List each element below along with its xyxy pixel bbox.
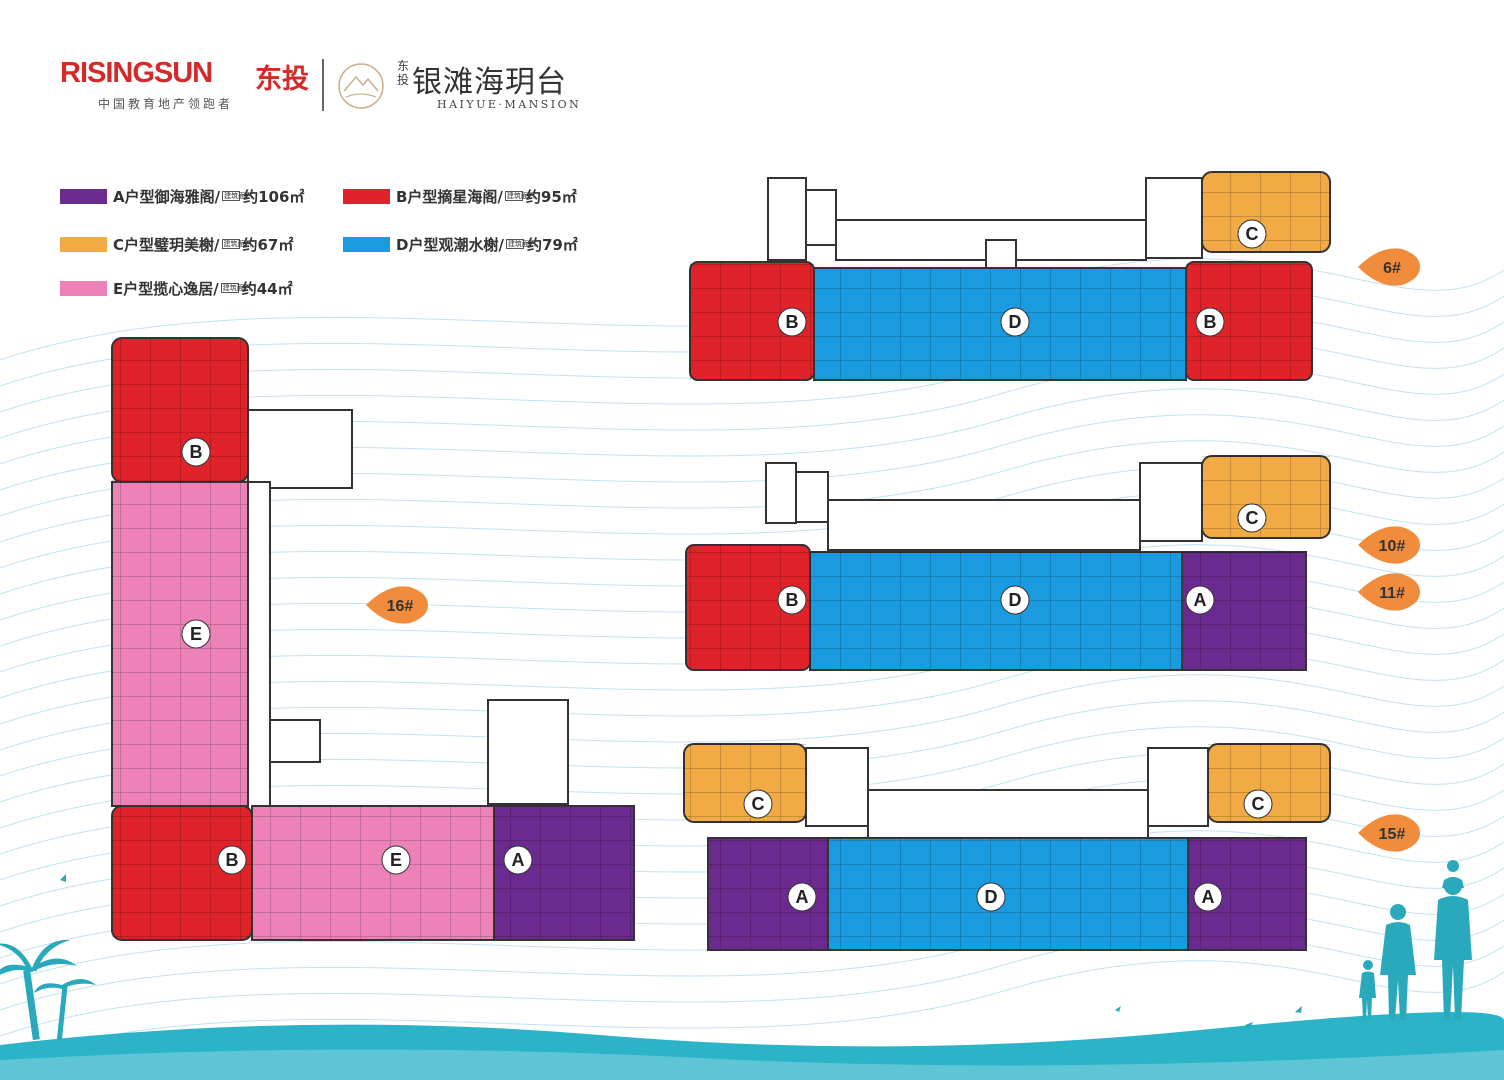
legend-swatch-b: [343, 188, 390, 204]
unit-type-label: B: [226, 850, 239, 870]
legend-area-c: 约67㎡: [242, 235, 294, 254]
legend-swatch-a: [60, 188, 107, 204]
palm-tree-icon: [0, 939, 96, 1041]
brand-cn-logo: 东投: [255, 64, 309, 95]
building-6: [689, 171, 1331, 381]
unit-label-circle: [217, 845, 247, 875]
legend-label-d: D户型观潮水榭/: [396, 235, 504, 254]
unit-label-circle: [1185, 585, 1215, 615]
legend-area-tag-b: 建筑面积: [504, 191, 535, 201]
unit-type-label: A: [1202, 887, 1215, 907]
unit-label-circle: [1000, 585, 1030, 615]
unit-type-label: B: [1204, 312, 1217, 332]
unit-type-label: C: [1252, 794, 1265, 814]
unit-type-label: B: [190, 442, 203, 462]
legend-area-a: 约106㎡: [243, 187, 305, 206]
legend-item-b: B户型摘星海阁/ 建筑面积 约95㎡: [343, 185, 577, 207]
building-10-11: [685, 455, 1331, 671]
building-16: [111, 337, 635, 941]
project-name: 银滩海玥台: [412, 65, 567, 100]
legend-swatch-c: [60, 236, 107, 252]
legend-item-c: C户型璧玥美榭/ 建筑面积 约67㎡: [60, 233, 293, 255]
unit-label-circle: [1243, 789, 1273, 819]
legend-label-b: B户型摘星海阁/: [396, 187, 503, 206]
family-silhouette: [1359, 860, 1472, 1020]
building-tag-shape: [366, 586, 428, 624]
building-number-tag: 16#: [387, 598, 414, 615]
unit-label-circle: [503, 845, 533, 875]
unit-type-label: C: [1246, 224, 1259, 244]
unit-label-circle: [1195, 307, 1225, 337]
unit-type-label: D: [985, 887, 998, 907]
header: RISINGSUN 东投 中国教育地产领跑者 东投 银滩海玥台 HAIYUE·M…: [60, 55, 620, 115]
unit-type-label: C: [1246, 508, 1259, 528]
building-number-tag: 6#: [1383, 260, 1401, 277]
unit-type-label: C: [752, 794, 765, 814]
project-prefix: 东投: [397, 59, 410, 87]
mountain-emblem-icon: [338, 63, 384, 109]
legend-label-e: E户型揽心逸居/: [113, 279, 219, 298]
corridor: [827, 499, 1141, 551]
legend-area-e: 约44㎡: [241, 279, 293, 298]
building-tag-shape: [1358, 526, 1420, 564]
building-tag-shape: [1358, 573, 1420, 611]
brand-tagline: 中国教育地产领跑者: [98, 97, 234, 111]
legend-label-a: A户型御海雅阁/: [113, 187, 221, 206]
legend-label-c: C户型璧玥美榭/: [113, 235, 220, 254]
stair-core: [767, 177, 807, 261]
unit-type-label: D: [1009, 312, 1022, 332]
legend-area-tag-a: 建筑面积: [222, 191, 253, 201]
building-number-tag: 15#: [1379, 826, 1406, 843]
unit-label-circle: [1000, 307, 1030, 337]
unit-type-label: A: [796, 887, 809, 907]
legend-area-b: 约95㎡: [525, 187, 577, 206]
building-15: [683, 743, 1331, 951]
unit-label-circle: [777, 307, 807, 337]
unit-label-circle: [1237, 503, 1267, 533]
unit-label-circle: [743, 789, 773, 819]
header-divider: [322, 59, 324, 111]
legend-swatch-e: [60, 280, 107, 296]
unit-type-label: A: [1194, 590, 1207, 610]
legend-area-tag-c: 建筑面积: [221, 239, 252, 249]
unit-label-circle: [1193, 882, 1223, 912]
legend-area-d: 约79㎡: [526, 235, 578, 254]
unit-label-circle: [1237, 219, 1267, 249]
legend-swatch-d: [343, 236, 390, 252]
building-tag-shape: [1358, 814, 1420, 852]
building-number-tag: 11#: [1379, 585, 1405, 602]
building-number-tag: 10#: [1379, 538, 1406, 555]
unit-label-circle: [976, 882, 1006, 912]
unit-label-circle: [181, 619, 211, 649]
corridor: [247, 481, 271, 813]
elevator-core: [985, 239, 1017, 269]
corridor: [867, 789, 1149, 839]
unit-label-circle: [381, 845, 411, 875]
stair-core: [1145, 177, 1203, 259]
unit-type-label: D: [1009, 590, 1022, 610]
legend-item-d: D户型观潮水榭/ 建筑面积 约79㎡: [343, 233, 578, 255]
unit-type-label: A: [512, 850, 525, 870]
legend-area-tag-e: 建筑面积: [220, 283, 251, 293]
legend-item-e: E户型揽心逸居/ 建筑面积 约44㎡: [60, 277, 293, 299]
unit-type-label: B: [786, 312, 799, 332]
project-en-name: HAIYUE·MANSION: [437, 98, 582, 111]
unit-label-circle: [787, 882, 817, 912]
rising-sun-logo: RISINGSUN: [60, 57, 213, 89]
legend-item-a: A户型御海雅阁/ 建筑面积 约106㎡: [60, 185, 304, 207]
unit-type-label: E: [390, 850, 402, 870]
unit-type-label: B: [786, 590, 799, 610]
elevator-core: [805, 189, 837, 246]
unit-label-circle: [777, 585, 807, 615]
legend-area-tag-d: 建筑面积: [505, 239, 536, 249]
unit-type-label: E: [190, 624, 202, 644]
building-tag-shape: [1358, 248, 1420, 286]
unit-label-circle: [181, 437, 211, 467]
